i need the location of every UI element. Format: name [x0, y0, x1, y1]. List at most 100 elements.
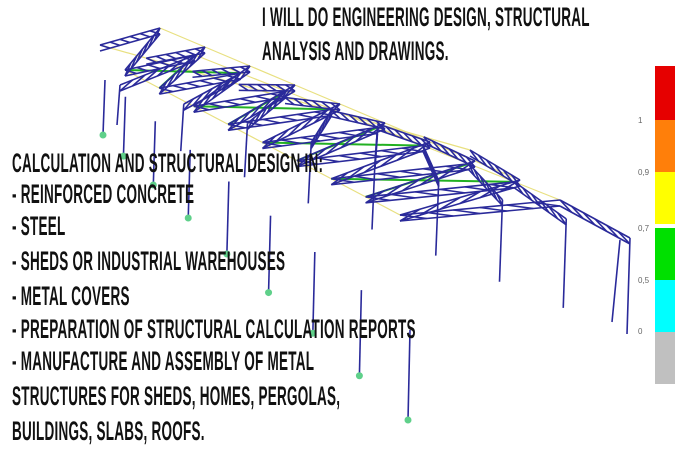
column: [358, 290, 363, 376]
truss-web: [155, 55, 167, 62]
purlin: [159, 27, 206, 48]
truss-web: [221, 78, 232, 93]
truss-web: [159, 87, 174, 93]
truss-web: [283, 84, 296, 99]
truss-web: [390, 193, 416, 199]
truss-web: [119, 38, 131, 44]
truss-web: [431, 140, 442, 152]
column: [179, 104, 185, 152]
purlin: [423, 136, 471, 151]
truss-web: [330, 110, 341, 120]
truss-web: [172, 84, 187, 90]
truss-web: [279, 90, 287, 103]
truss-web: [365, 196, 391, 202]
truss-web: [224, 100, 241, 106]
support-icon: [149, 181, 157, 189]
truss-web: [144, 69, 159, 82]
truss-web: [426, 211, 454, 217]
truss-web: [317, 157, 340, 163]
column: [152, 121, 157, 186]
truss-web: [239, 65, 251, 80]
truss-web: [230, 67, 241, 74]
truss-web: [606, 224, 619, 239]
truss-web: [479, 175, 487, 189]
truss-web: [148, 64, 161, 70]
legend-band: [655, 280, 675, 332]
truss-web: [169, 59, 184, 72]
truss-web: [479, 206, 507, 212]
truss-web: [262, 141, 282, 147]
truss-web: [424, 151, 430, 164]
truss-web: [477, 154, 488, 167]
column: [407, 329, 411, 421]
truss-web: [300, 136, 321, 142]
truss-web: [617, 231, 631, 245]
column: [116, 84, 121, 126]
truss-web: [459, 190, 481, 205]
truss-web: [559, 199, 573, 213]
truss-web: [249, 104, 263, 118]
truss-web: [533, 201, 561, 207]
truss-web: [582, 212, 596, 226]
truss-web: [165, 53, 176, 60]
title-line-1: I WILL DO ENGINEERING DESIGN, STRUCTURAL: [262, 2, 590, 32]
truss-web: [320, 120, 326, 133]
truss-web: [399, 214, 427, 220]
legend-band: [655, 228, 675, 280]
truss-web: [275, 84, 287, 92]
truss-web: [423, 136, 433, 148]
purlin: [193, 105, 229, 125]
column: [243, 123, 249, 178]
support-icon: [119, 152, 127, 160]
truss-web: [359, 152, 382, 158]
legend-label: 0: [638, 327, 643, 336]
truss-web: [255, 95, 272, 101]
purlin: [204, 46, 251, 67]
truss-web: [296, 159, 319, 165]
truss-web: [199, 79, 214, 85]
truss-web: [193, 105, 210, 111]
truss-web: [473, 169, 481, 183]
brace: [193, 105, 332, 111]
truss-web: [445, 165, 469, 171]
column: [562, 218, 568, 308]
legend-band: [655, 120, 675, 172]
truss-web: [499, 179, 521, 193]
support-icon: [404, 416, 412, 424]
truss-web: [238, 83, 249, 92]
service-item: - METAL COVERS: [12, 281, 130, 311]
purlin: [514, 181, 561, 201]
truss-web: [396, 147, 415, 161]
truss-web: [259, 106, 268, 119]
truss-web: [300, 116, 315, 130]
purlin: [339, 103, 386, 124]
title-line-2: ANALYSIS AND DRAWINGS.: [262, 36, 449, 66]
truss-web: [522, 187, 533, 201]
purlin: [124, 69, 160, 89]
service-item: - STEEL: [12, 211, 66, 241]
support-icon: [223, 250, 231, 258]
service-item: - SHEDS OR INDUSTRIAL WAREHOUSES: [12, 246, 286, 276]
truss-web: [325, 141, 342, 155]
truss-web: [419, 172, 439, 186]
truss-web: [279, 116, 298, 122]
truss-web: [135, 48, 144, 63]
services-heading: CALCULATION AND STRUCTURAL DESIGN IN:: [12, 148, 324, 178]
truss-web: [548, 206, 559, 220]
truss-web: [380, 153, 398, 168]
truss-web: [211, 68, 222, 76]
truss-web: [139, 32, 151, 38]
truss-web: [201, 69, 213, 77]
support-icon: [99, 131, 107, 139]
truss-web: [220, 67, 232, 75]
truss-web: [247, 83, 258, 92]
truss-web: [401, 178, 421, 192]
truss-web: [208, 102, 225, 109]
truss-web: [468, 163, 476, 177]
truss-web: [385, 126, 396, 137]
truss-web: [153, 27, 161, 42]
legend-band: [655, 172, 675, 224]
truss-web: [211, 85, 223, 100]
truss-web: [99, 44, 111, 49]
